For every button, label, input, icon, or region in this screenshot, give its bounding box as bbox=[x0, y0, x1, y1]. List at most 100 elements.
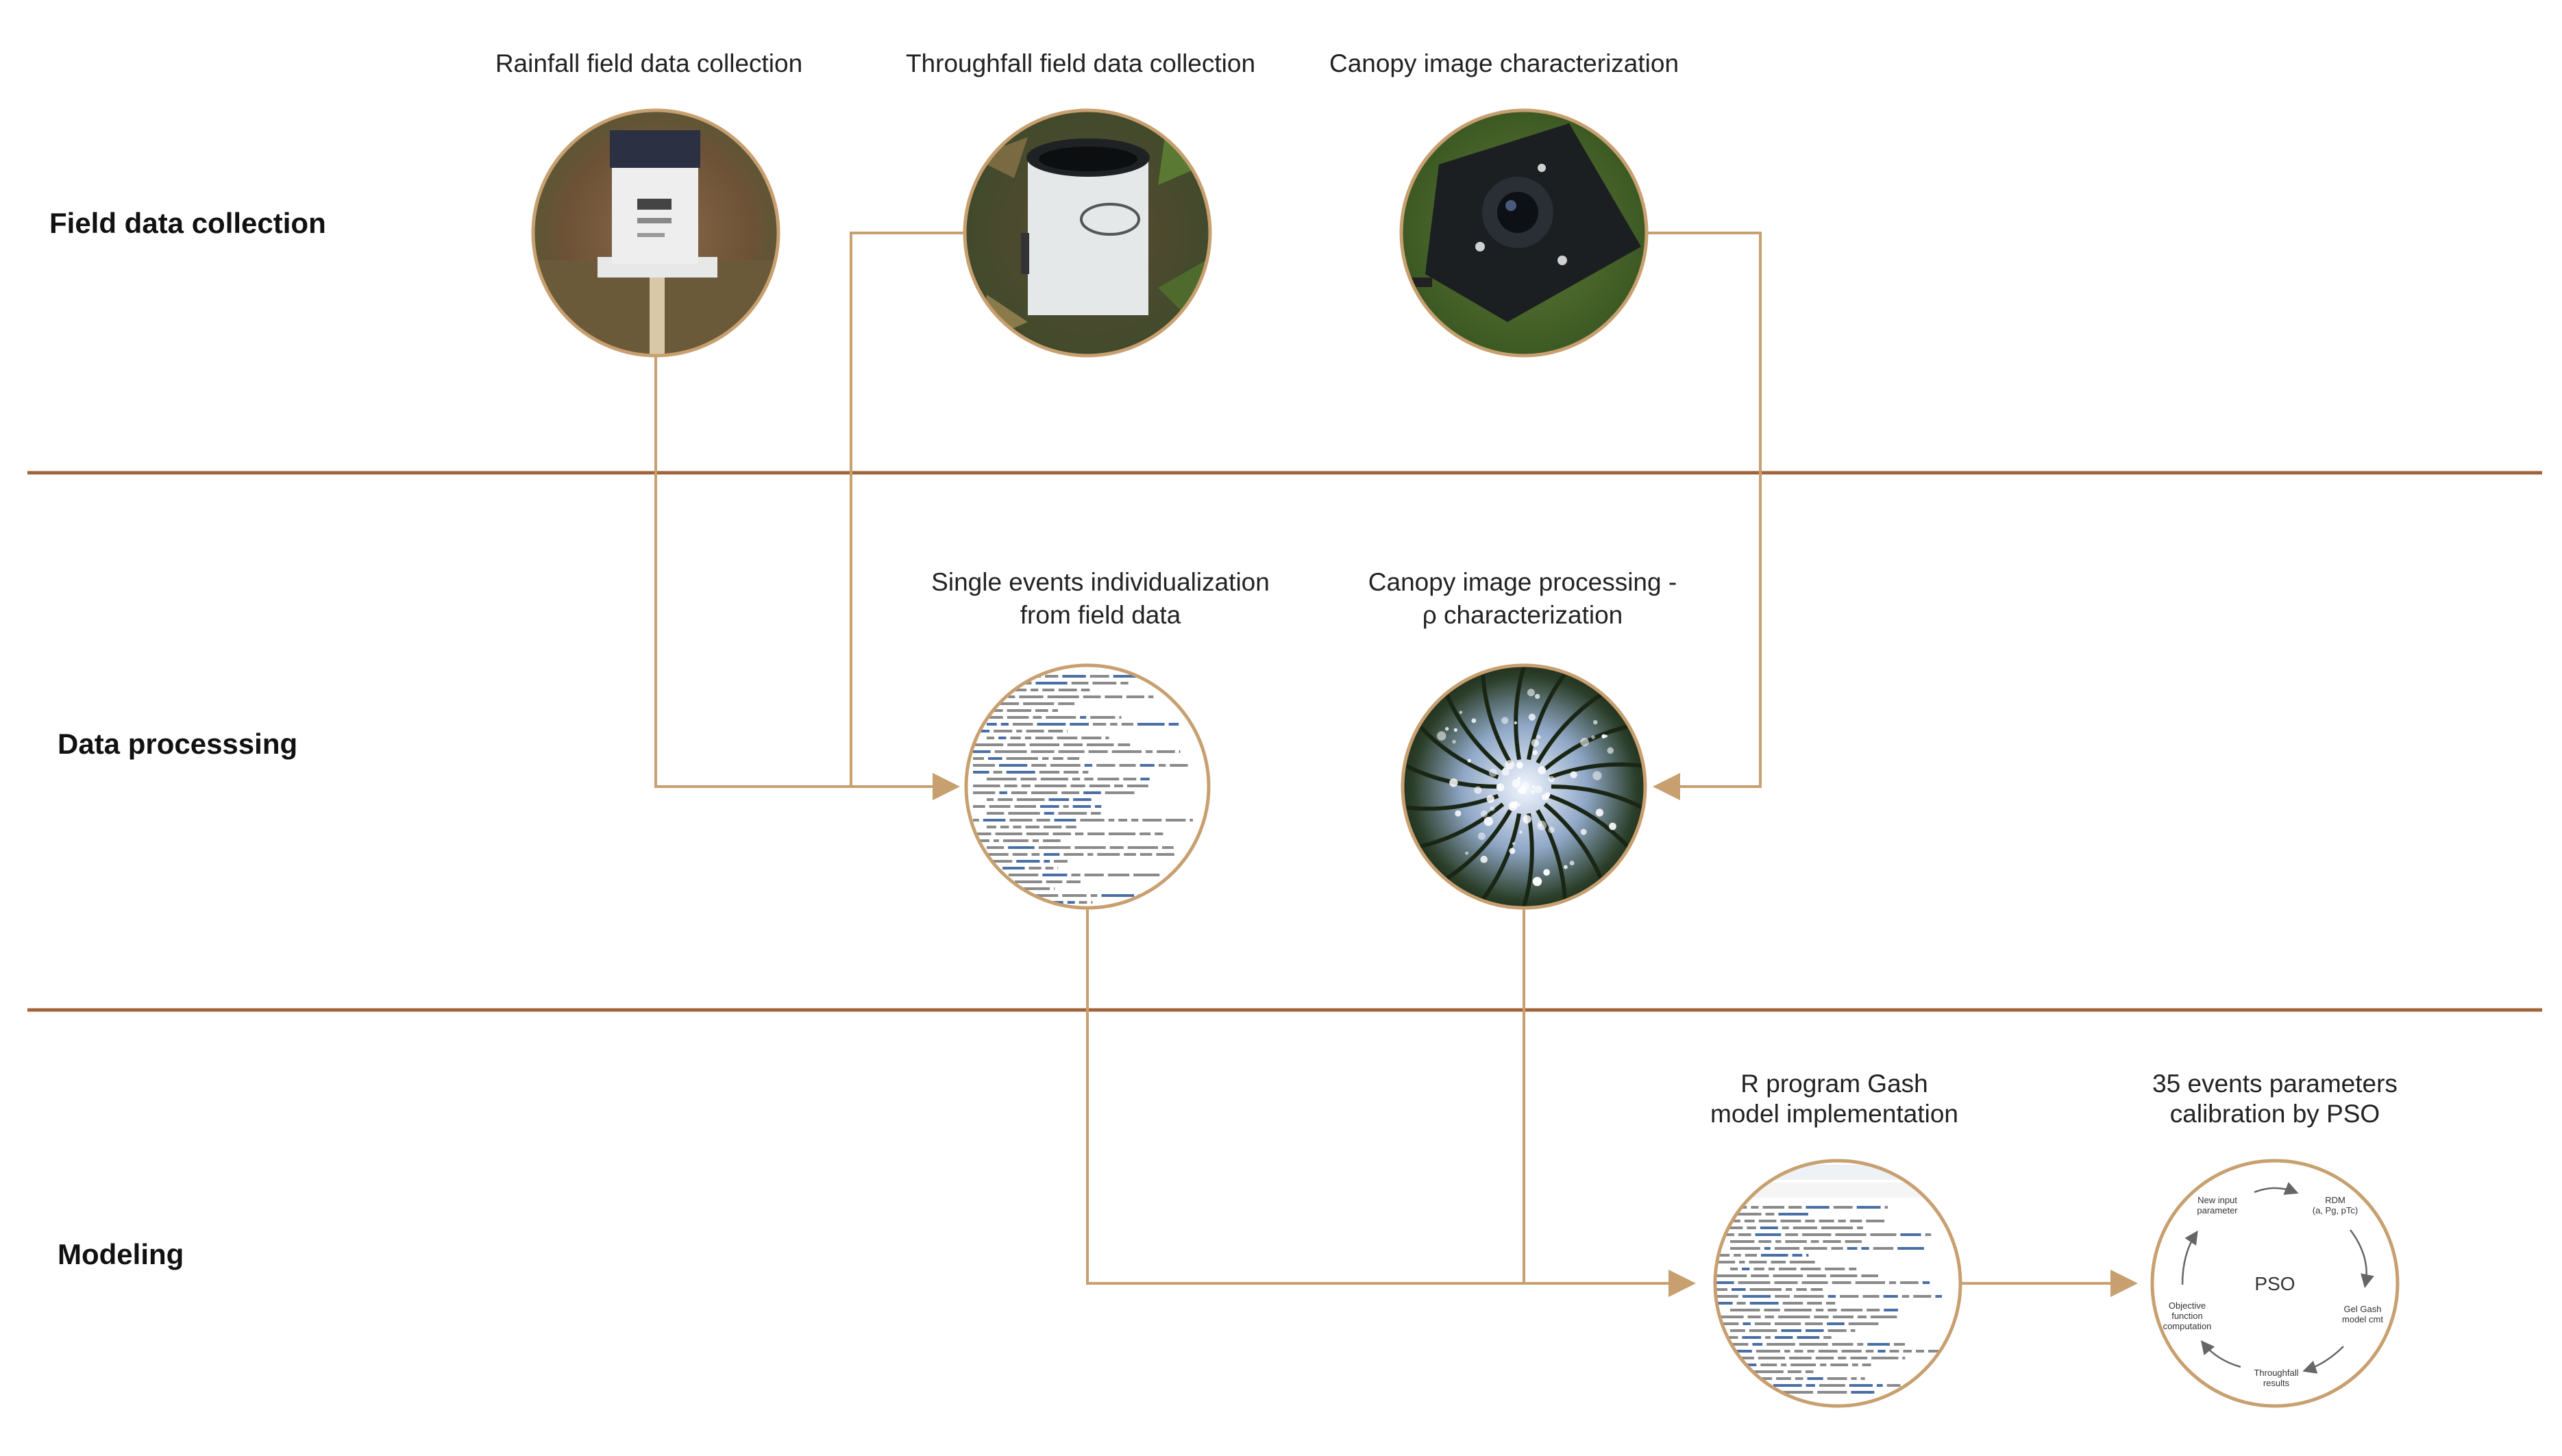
code-line bbox=[1111, 750, 1142, 753]
canopy-gap bbox=[1564, 865, 1568, 869]
code-line bbox=[1760, 1254, 1788, 1257]
pso-throughfall-1: Throughfall bbox=[2254, 1368, 2298, 1378]
code-line bbox=[1744, 1220, 1755, 1222]
code-line bbox=[1109, 846, 1124, 849]
code-line bbox=[1730, 1247, 1760, 1250]
code-line bbox=[1823, 1240, 1841, 1243]
code-line bbox=[1832, 1343, 1853, 1346]
code-line bbox=[1815, 1357, 1834, 1359]
code-line bbox=[1058, 750, 1085, 753]
code-line bbox=[987, 737, 995, 739]
canopy-gap bbox=[1538, 766, 1547, 775]
code-line bbox=[1114, 785, 1123, 787]
code-line bbox=[1745, 1254, 1757, 1257]
code-line bbox=[1799, 1343, 1828, 1346]
canopy-gap bbox=[1528, 713, 1536, 721]
code-line bbox=[1716, 1288, 1728, 1291]
code-line bbox=[991, 709, 1003, 712]
code-line bbox=[1835, 1233, 1867, 1236]
code-line bbox=[1782, 1391, 1814, 1394]
code-line bbox=[1765, 1213, 1775, 1216]
code-line bbox=[1002, 839, 1029, 842]
code-line bbox=[1716, 1220, 1740, 1222]
code-line bbox=[1777, 1316, 1810, 1318]
canopy-gap bbox=[1532, 785, 1536, 789]
code-line bbox=[1753, 1268, 1764, 1270]
canopy-processing-circle bbox=[1401, 663, 1647, 910]
code-line bbox=[1048, 730, 1063, 732]
code-line bbox=[1848, 1322, 1879, 1325]
node-label-r-program-2: model implementation bbox=[1710, 1100, 1958, 1128]
code-line bbox=[1057, 867, 1059, 869]
code-line bbox=[1800, 1268, 1821, 1270]
canopy-gap bbox=[1488, 768, 1497, 777]
code-line bbox=[1830, 1364, 1849, 1366]
canopy-gap bbox=[1453, 728, 1457, 732]
canopy-circle bbox=[1399, 108, 1649, 358]
code-line bbox=[1889, 1350, 1899, 1353]
canopy-gap bbox=[1523, 815, 1531, 824]
code-line bbox=[1902, 1357, 1906, 1359]
code-line bbox=[1157, 750, 1175, 753]
code-line bbox=[1749, 1288, 1782, 1291]
code-line bbox=[1758, 1240, 1772, 1243]
code-line bbox=[1785, 1288, 1793, 1291]
code-line bbox=[1026, 730, 1044, 732]
code-line bbox=[1118, 819, 1128, 822]
code-line bbox=[1841, 1350, 1862, 1353]
r-program-circle bbox=[1713, 1159, 1962, 1408]
code-line bbox=[985, 675, 1004, 678]
canopy-gap bbox=[1592, 771, 1602, 780]
canopy-gap bbox=[1527, 689, 1535, 697]
code-line bbox=[1016, 860, 1040, 863]
code-line bbox=[1026, 832, 1049, 835]
code-line bbox=[1084, 874, 1104, 876]
code-line bbox=[1008, 874, 1039, 876]
code-line bbox=[1097, 778, 1120, 780]
code-line bbox=[987, 826, 996, 828]
canopy-gap bbox=[1523, 791, 1527, 794]
code-line bbox=[1780, 1220, 1801, 1222]
cycle-arrow bbox=[2349, 1229, 2374, 1288]
single-events-code bbox=[966, 665, 1209, 908]
code-line bbox=[1089, 785, 1111, 787]
code-line bbox=[1795, 1377, 1803, 1380]
code-line bbox=[1805, 1220, 1815, 1222]
code-line bbox=[1035, 737, 1053, 739]
code-line bbox=[1806, 1329, 1824, 1332]
code-line bbox=[1124, 853, 1136, 856]
code-line bbox=[986, 695, 1005, 698]
code-line bbox=[993, 839, 999, 842]
code-line bbox=[1870, 1316, 1897, 1318]
code-line bbox=[1805, 1322, 1823, 1325]
code-line bbox=[1901, 1295, 1910, 1298]
canopy-gap bbox=[1445, 727, 1449, 731]
canopy-gap bbox=[1480, 810, 1488, 817]
code-line bbox=[1742, 1268, 1750, 1270]
code-line bbox=[1716, 1206, 1725, 1209]
canopy-gap bbox=[1512, 842, 1516, 846]
code-line bbox=[1889, 1281, 1897, 1284]
pso-rdm-2: (a, Pg, pTc) bbox=[2313, 1205, 2358, 1216]
code-line bbox=[1052, 757, 1063, 760]
code-line bbox=[1037, 723, 1066, 726]
code-line bbox=[1797, 1336, 1820, 1339]
code-line bbox=[1002, 901, 1016, 904]
code-line bbox=[1716, 1274, 1747, 1277]
code-line bbox=[1738, 1281, 1771, 1284]
code-line bbox=[1862, 1364, 1871, 1366]
code-line bbox=[1014, 805, 1036, 808]
code-line bbox=[987, 846, 1005, 849]
canopy-gap bbox=[1607, 747, 1614, 754]
code-line bbox=[1785, 1233, 1799, 1236]
code-line bbox=[1851, 1377, 1857, 1380]
code-line bbox=[973, 894, 994, 897]
code-line bbox=[1805, 1370, 1814, 1373]
code-line bbox=[1046, 716, 1076, 719]
code-line bbox=[998, 764, 1028, 767]
code-line bbox=[1739, 1261, 1745, 1263]
code-line bbox=[1158, 764, 1166, 767]
code-line bbox=[973, 839, 989, 842]
code-line bbox=[1007, 709, 1031, 712]
code-line bbox=[1850, 1329, 1856, 1332]
